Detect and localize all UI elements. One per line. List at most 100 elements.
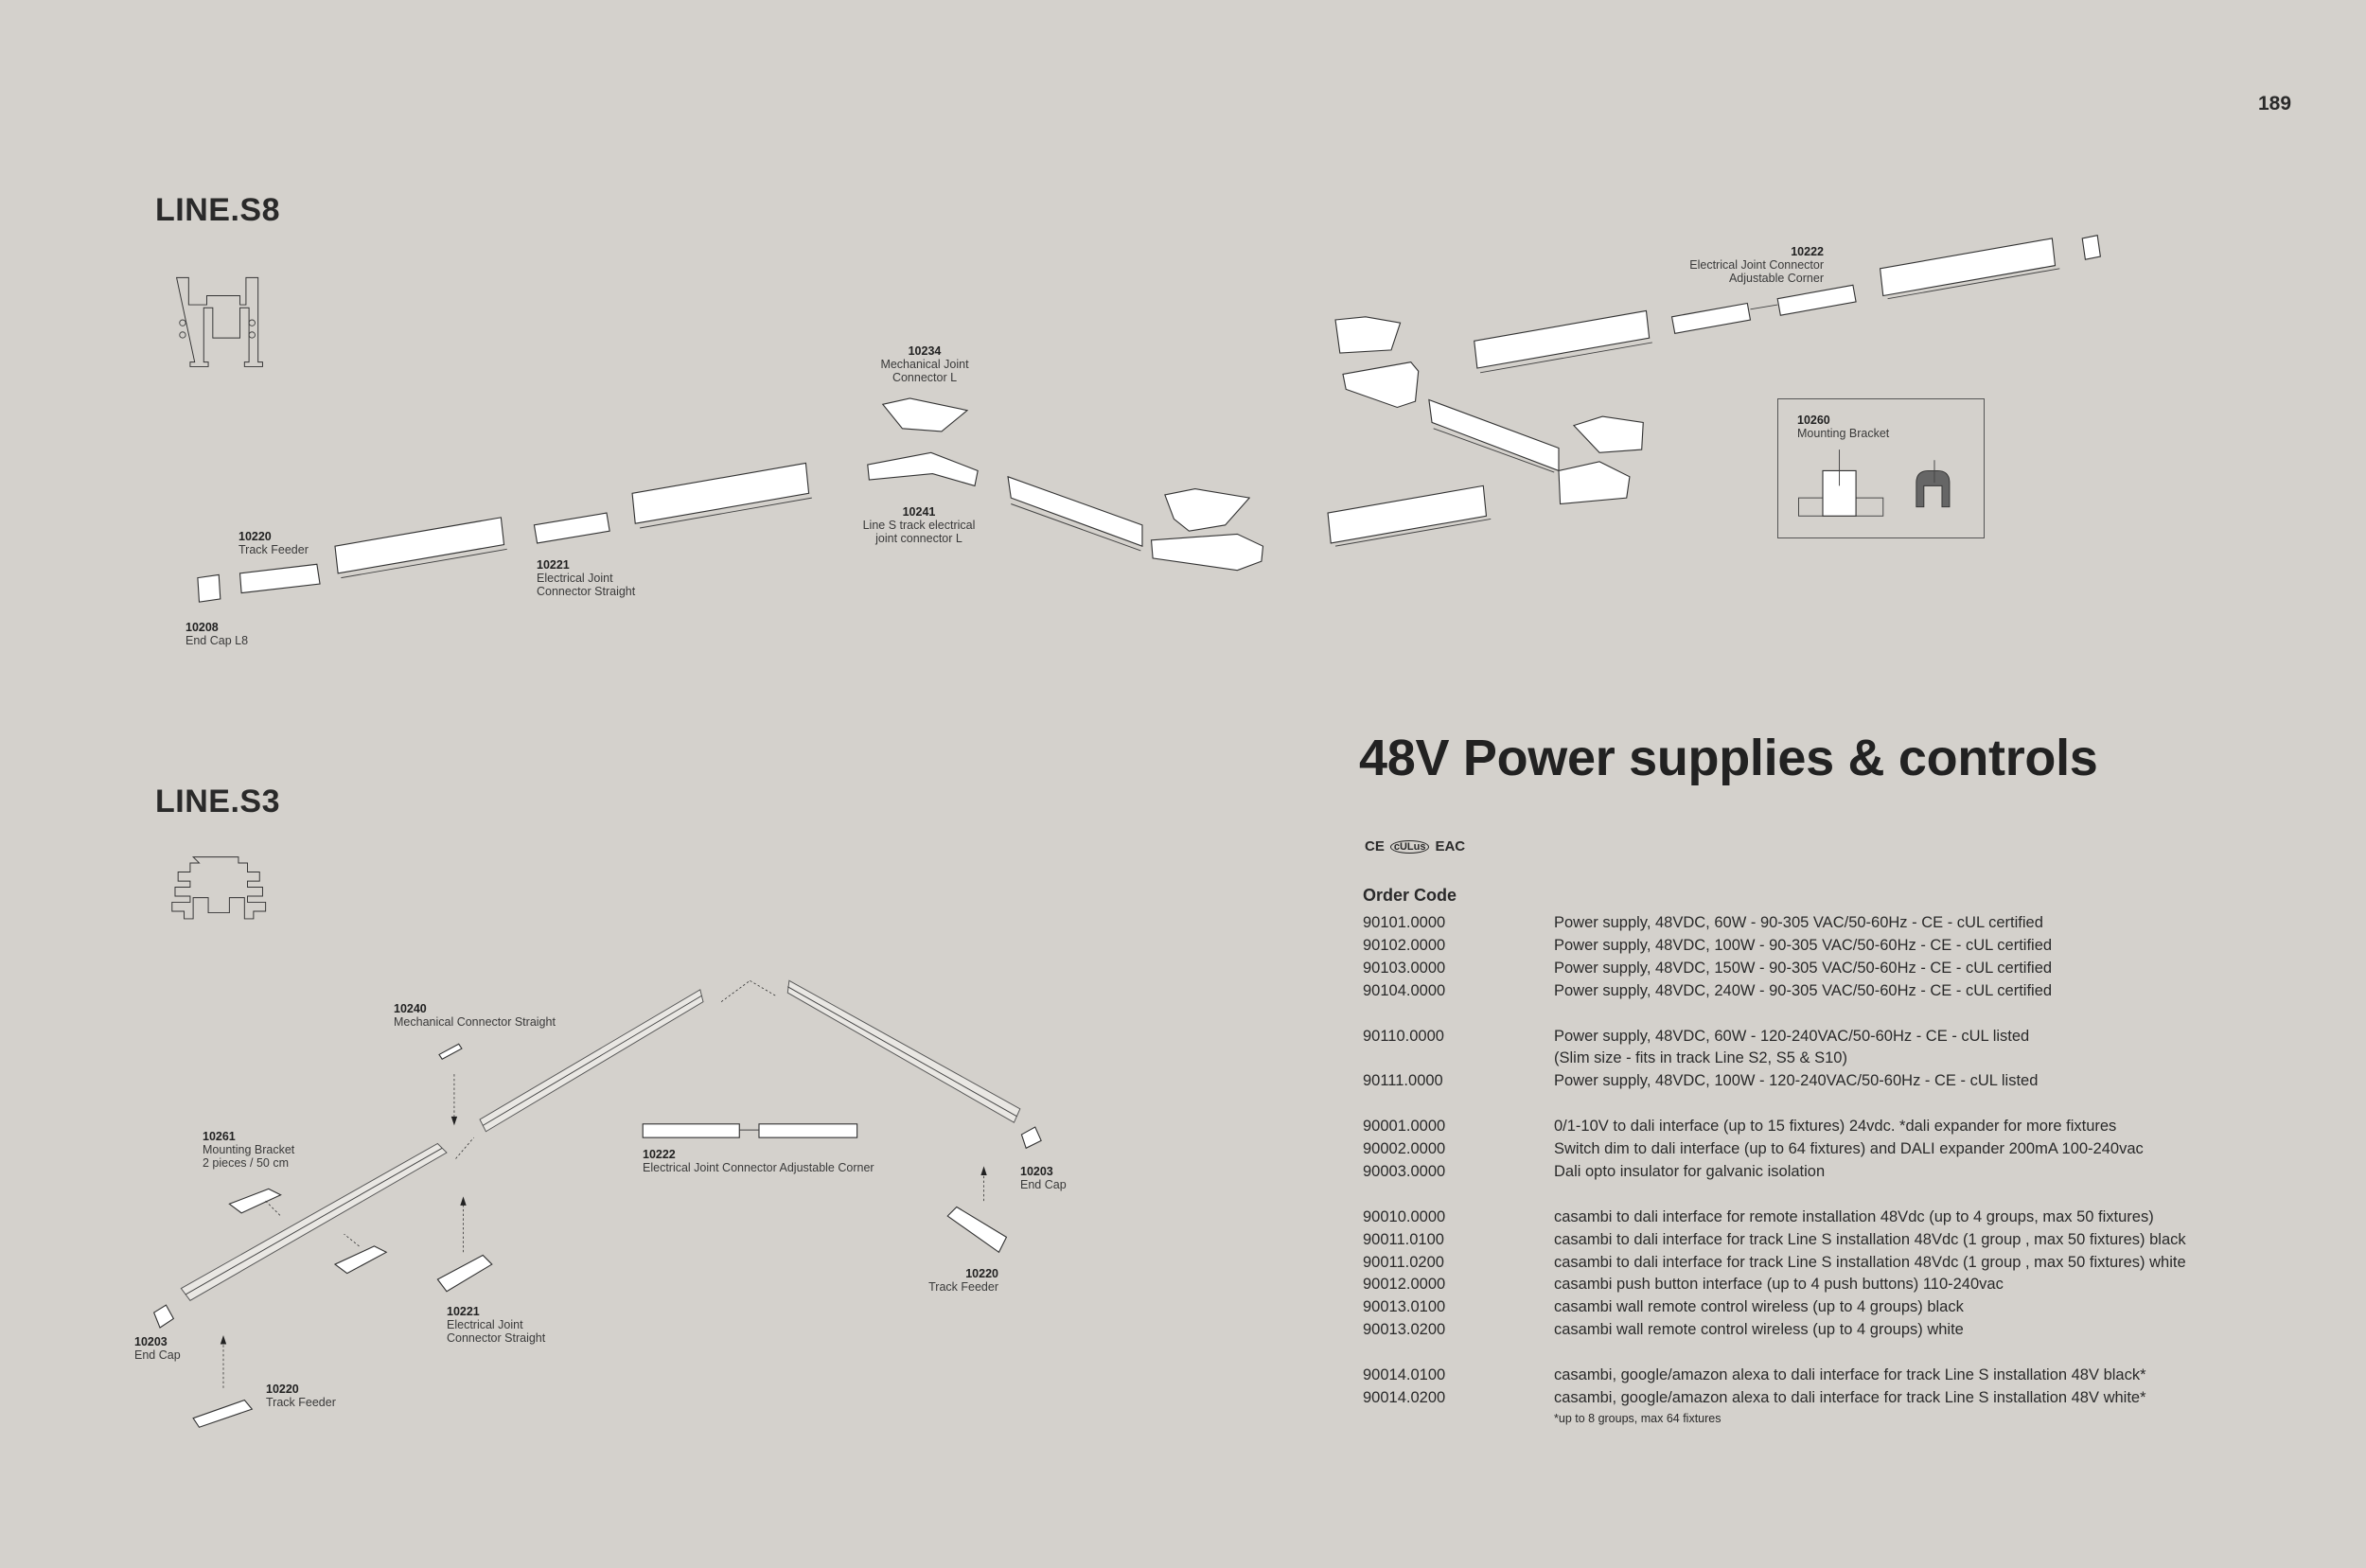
mounting-bracket-box [1777, 398, 1985, 538]
part-code: 10208 [185, 621, 219, 634]
table-row: (Slim size - fits in track Line S2, S5 &… [1363, 1048, 2186, 1070]
order-code: 90014.0200 [1363, 1388, 1446, 1406]
product-description: Dali opto insulator for galvanic isolati… [1554, 1162, 1826, 1180]
part-code: 10260 [1797, 414, 1830, 427]
s8-rail-5 [1474, 309, 1652, 374]
s8-mech-connector-l-drawing [881, 397, 969, 432]
order-code: 90001.0000 [1363, 1118, 1446, 1136]
product-description: casambi wall remote control wireless (up… [1554, 1321, 1964, 1339]
table-row: 90101.0000 Power supply, 48VDC, 60W - 90-… [1363, 912, 2186, 935]
s8-rail-2 [631, 462, 812, 529]
part-name: Electrical Joint Connector Straight [537, 572, 636, 598]
product-description: Power supply, 48VDC, 60W - 90-305 VAC/50… [1554, 914, 2043, 931]
product-description: casambi wall remote control wireless (up… [1554, 1298, 1964, 1316]
order-code-table: 90101.0000 Power supply, 48VDC, 60W - 90-… [1363, 912, 2186, 1433]
s3-mounting-bracket-1 [228, 1188, 282, 1214]
s8-track-feeder-drawing [238, 563, 321, 594]
power-section-title: 48V Power supplies & controls [1359, 730, 2098, 786]
product-description: casambi to dali interface for remote ins… [1554, 1207, 2154, 1225]
part-name: Electrical Joint Connector Adjustable Co… [643, 1161, 874, 1174]
product-group: 90101.0000 Power supply, 48VDC, 60W - 90-… [1363, 912, 2186, 1003]
s3-rail-1 [180, 1142, 448, 1301]
product-description: casambi push button interface (up to 4 p… [1554, 1276, 2004, 1294]
table-row: 90014.0100 casambi, google/amazon alexa t… [1363, 1365, 2186, 1387]
order-code [1363, 1048, 1554, 1070]
order-code: 90011.0200 [1363, 1253, 1444, 1271]
product-description: casambi to dali interface for track Line… [1554, 1230, 2186, 1248]
part-code: 10203 [134, 1335, 168, 1348]
order-code: 90011.0100 [1363, 1230, 1444, 1248]
part-name: End Cap [134, 1348, 181, 1362]
part-code: 10220 [238, 530, 272, 543]
part-code: 10261 [203, 1130, 236, 1143]
product-description: 0/1-10V to dali interface (up to 15 fixt… [1554, 1118, 2117, 1136]
product-description: Power supply, 48VDC, 100W - 120-240VAC/5… [1554, 1072, 2039, 1090]
s3-track-feeder-1-drawing [946, 1206, 1008, 1254]
order-code: 90012.0000 [1363, 1276, 1446, 1294]
part-name: End Cap L8 [185, 634, 249, 647]
product-description: Switch dim to dali interface (up to 64 f… [1554, 1140, 2144, 1158]
order-code: 90101.0000 [1363, 914, 1446, 931]
part-code: 10240 [394, 1002, 427, 1015]
part-code: 10241 [902, 505, 936, 519]
table-row: 90102.0000 Power supply, 48VDC, 100W - 90… [1363, 935, 2186, 958]
s3-joint-straight-drawing [436, 1254, 493, 1293]
order-code: 90013.0200 [1363, 1321, 1446, 1339]
part-name: Line S track electrical joint connector … [862, 519, 976, 545]
page-number: 189 [2258, 93, 2292, 115]
product-description: Power supply, 48VDC, 150W - 90-305 VAC/5… [1554, 959, 2053, 977]
product-description: Power supply, 48VDC, 100W - 90-305 VAC/5… [1554, 936, 2053, 954]
product-description: casambi to dali interface for track Line… [1554, 1253, 2186, 1271]
order-code: 90014.0100 [1363, 1366, 1446, 1384]
cul-mark-icon: cULus [1389, 839, 1430, 854]
s8-rail-4 [1327, 484, 1492, 547]
line-s3-profile-icon [171, 856, 267, 920]
s3-end-cap-2-drawing [1020, 1126, 1042, 1150]
order-code: 90102.0000 [1363, 936, 1446, 954]
part-name: End Cap [1020, 1178, 1067, 1191]
line-s3-title: LINE.S3 [155, 784, 280, 819]
order-code: 90003.0000 [1363, 1162, 1446, 1180]
s8-corner-piece-3 [1558, 415, 1644, 505]
product-description: Power supply, 48VDC, 240W - 90-305 VAC/5… [1554, 981, 2053, 999]
order-code-header: Order Code [1363, 886, 1457, 905]
table-row: 90013.0200 casambi wall remote control wi… [1363, 1319, 2186, 1342]
order-code: 90104.0000 [1363, 981, 1446, 999]
table-row: 90002.0000 Switch dim to dali interface (… [1363, 1138, 2186, 1161]
s3-rail-3 [786, 979, 1021, 1123]
part-code: 10222 [643, 1148, 676, 1161]
part-code: 10221 [537, 558, 570, 572]
table-row: 90104.0000 Power supply, 48VDC, 240W - 90… [1363, 980, 2186, 1003]
part-name: Electrical Joint Connector Straight [447, 1318, 546, 1345]
part-code: 10221 [447, 1305, 480, 1318]
order-code: 90103.0000 [1363, 959, 1446, 977]
assembly-arrows [220, 979, 987, 1388]
product-group: 90014.0100 casambi, google/amazon alexa t… [1363, 1365, 2186, 1410]
s8-adjustable-corner-drawing [1670, 284, 1857, 334]
s8-rail-1 [334, 517, 507, 579]
table-row: 90001.0000 0/1-10V to dali interface (up … [1363, 1116, 2186, 1138]
table-row: 90011.0100 casambi to dali interface for … [1363, 1229, 2186, 1252]
part-name: Mechanical Joint Connector L [880, 358, 969, 384]
product-group: 90001.0000 0/1-10V to dali interface (up … [1363, 1116, 2186, 1184]
order-code: 90002.0000 [1363, 1140, 1446, 1158]
product-description: casambi, google/amazon alexa to dali int… [1554, 1366, 2146, 1384]
part-name: Mechanical Connector Straight [394, 1015, 556, 1029]
mounting-bracket-10260-drawing [1798, 449, 1951, 517]
line-s8-profile-icon [175, 276, 263, 367]
